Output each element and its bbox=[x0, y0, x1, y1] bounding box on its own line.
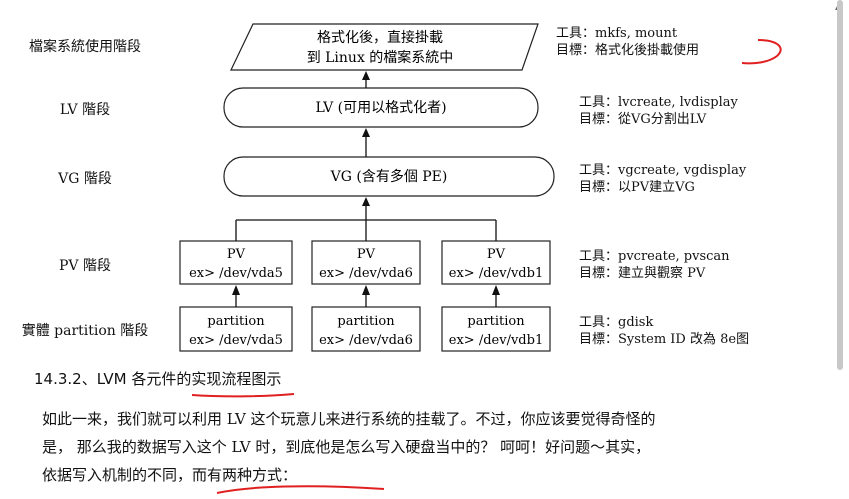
tools-note-filesystem: 工具：mkfs, mount 目標：格式化後掛載使用 bbox=[556, 25, 699, 59]
goal-line: 目標：建立與觀察 PV bbox=[579, 266, 706, 281]
tool-line: 工具：vgcreate, vgdisplay bbox=[579, 163, 747, 178]
pv-box bbox=[179, 240, 293, 285]
pv-box-dev: ex> /dev/vda6 bbox=[319, 266, 413, 281]
tools-note-pv: 工具：pvcreate, pvscan 目標：建立與觀察 PV bbox=[579, 248, 730, 282]
pv-box-title: PV bbox=[487, 247, 506, 262]
tools-note-partition: 工具：gdisk 目標：System ID 改為 8e图 bbox=[579, 314, 749, 348]
tool-line: 工具：pvcreate, pvscan bbox=[579, 249, 730, 264]
pv-box-dev: ex> /dev/vdb1 bbox=[449, 266, 543, 281]
tools-note-vg: 工具：vgcreate, vgdisplay 目標：以PV建立VG bbox=[579, 162, 746, 196]
partition-box-title: partition bbox=[337, 314, 395, 329]
tool-line: 工具：gdisk bbox=[579, 315, 654, 330]
pv-box bbox=[311, 240, 421, 285]
filesystem-box-line2: 到 Linux 的檔案系統中 bbox=[307, 49, 454, 66]
partition-box-title: partition bbox=[467, 314, 525, 329]
partition-box-title: partition bbox=[207, 314, 265, 329]
paragraph-line: 如此一来，我们就可以利用 LV 这个玩意儿来进行系统的挂载了。不过，你应该要觉得… bbox=[42, 410, 656, 428]
partition-box bbox=[179, 306, 293, 352]
flow-arrows bbox=[232, 71, 500, 307]
filesystem-box-line1: 格式化後，直接掛載 bbox=[317, 29, 443, 46]
scrollbar-thumb[interactable] bbox=[837, 0, 843, 370]
figure-caption: 14.3.2、LVM 各元件的实现流程图示 bbox=[34, 370, 282, 388]
lv-box-label: LV (可用以格式化者) bbox=[315, 100, 446, 116]
paragraph-line: 是， 那么我的数据写入这个 LV 时，到底他是怎么写入硬盘当中的？ 呵呵！好问题… bbox=[42, 438, 651, 456]
body-paragraph: 如此一来，我们就可以利用 LV 这个玩意儿来进行系统的挂载了。不过，你应该要觉得… bbox=[42, 405, 832, 489]
vertical-scrollbar[interactable]: ▲ bbox=[834, 0, 846, 499]
paragraph-line: 依据写入机制的不同，而有两种方式： bbox=[42, 466, 298, 484]
red-bracket-annotation bbox=[741, 39, 782, 65]
pv-box-dev: ex> /dev/vda5 bbox=[189, 266, 283, 281]
stage-label-partition: 實體 partition 階段 bbox=[21, 323, 149, 339]
vg-box bbox=[223, 156, 555, 197]
goal-line: 目標：以PV建立VG bbox=[579, 180, 695, 195]
partition-box-dev: ex> /dev/vdb1 bbox=[449, 333, 543, 348]
tool-line: 工具：mkfs, mount bbox=[556, 26, 678, 41]
stage-label-filesystem: 檔案系統使用階段 bbox=[29, 39, 141, 55]
goal-line: 目標：從VG分割出LV bbox=[579, 112, 707, 127]
filesystem-box bbox=[230, 23, 539, 71]
stage-label-lv: LV 階段 bbox=[59, 102, 111, 118]
pv-box-title: PV bbox=[227, 247, 246, 262]
pv-box-title: PV bbox=[357, 247, 376, 262]
lv-box bbox=[223, 87, 539, 128]
tool-line: 工具：lvcreate, lvdisplay bbox=[579, 95, 738, 110]
pv-box bbox=[441, 240, 551, 285]
tools-note-lv: 工具：lvcreate, lvdisplay 目標：從VG分割出LV bbox=[579, 94, 738, 128]
goal-line: 目標：System ID 改為 8e图 bbox=[579, 332, 750, 347]
red-underline-annotation bbox=[216, 485, 385, 494]
red-underline-annotation bbox=[191, 393, 295, 398]
partition-box-dev: ex> /dev/vda6 bbox=[319, 333, 413, 348]
vg-box-label: VG (含有多個 PE) bbox=[330, 168, 448, 185]
image-marker: 图 bbox=[736, 332, 750, 347]
goal-line: 目標：格式化後掛載使用 bbox=[556, 43, 700, 58]
stage-label-vg: VG 階段 bbox=[58, 171, 112, 187]
partition-box-dev: ex> /dev/vda5 bbox=[189, 333, 283, 348]
stage-label-pv: PV 階段 bbox=[59, 258, 111, 274]
partition-box bbox=[311, 306, 421, 352]
